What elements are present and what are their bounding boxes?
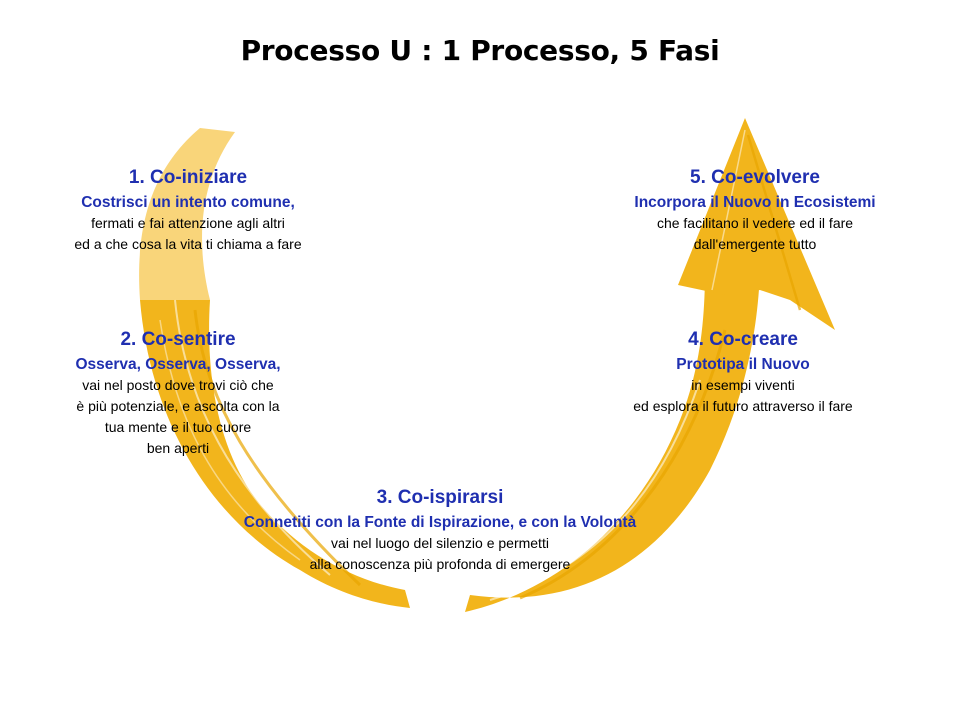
- phase-co-iniziare: 1. Co-iniziare Costrisci un intento comu…: [28, 167, 348, 255]
- right-arrow-stroke: [465, 118, 835, 612]
- phase-line: che facilitano il vedere ed il fare: [656, 215, 854, 231]
- phase-line: alla conoscenza più profonda di emergere: [309, 556, 571, 572]
- phase-title: 1. Co-iniziare: [128, 167, 248, 188]
- phase-title: 2. Co-sentire: [120, 329, 236, 350]
- phase-co-creare: 4. Co-creare Prototipa il Nuovo in esemp…: [558, 329, 928, 417]
- phase-line: vai nel luogo del silenzio e permetti: [331, 535, 549, 551]
- phase-subtitle: Costrisci un intento comune,: [81, 194, 295, 211]
- phase-subtitle: Incorpora il Nuovo in Ecosistemi: [634, 194, 876, 211]
- phase-line: ben aperti: [146, 440, 210, 456]
- phase-line: vai nel posto dove trovi ciò che: [82, 377, 274, 393]
- phase-line: fermati e fai attenzione agli altri: [91, 215, 285, 231]
- phase-co-sentire: 2. Co-sentire Osserva, Osserva, Osserva,…: [18, 329, 338, 459]
- phase-line: ed a che cosa la vita ti chiama a fare: [74, 236, 302, 252]
- left-arrow-stroke: [139, 128, 410, 608]
- phase-title: 4. Co-creare: [688, 329, 798, 350]
- phase-line: tua mente e il tuo cuore: [104, 419, 252, 435]
- phase-subtitle: Connetiti con la Fonte di Ispirazione, e…: [243, 514, 637, 531]
- phase-subtitle: Prototipa il Nuovo: [676, 356, 810, 373]
- phase-subtitle: Osserva, Osserva, Osserva,: [75, 356, 281, 373]
- phase-line: è più potenziale, e ascolta con la: [76, 398, 280, 414]
- page-title: Processo U : 1 Processo, 5 Fasi: [240, 34, 720, 67]
- phase-line: dall'emergente tutto: [693, 236, 817, 252]
- phase-co-ispirarsi: 3. Co-ispirarsi Connetiti con la Fonte d…: [130, 487, 750, 575]
- phase-title: 3. Co-ispirarsi: [376, 487, 504, 508]
- phase-co-evolvere: 5. Co-evolvere Incorpora il Nuovo in Eco…: [570, 167, 940, 255]
- phase-title: 5. Co-evolvere: [690, 167, 820, 188]
- phase-line: ed esplora il futuro attraverso il fare: [633, 398, 853, 414]
- phase-line: in esempi viventi: [691, 377, 795, 393]
